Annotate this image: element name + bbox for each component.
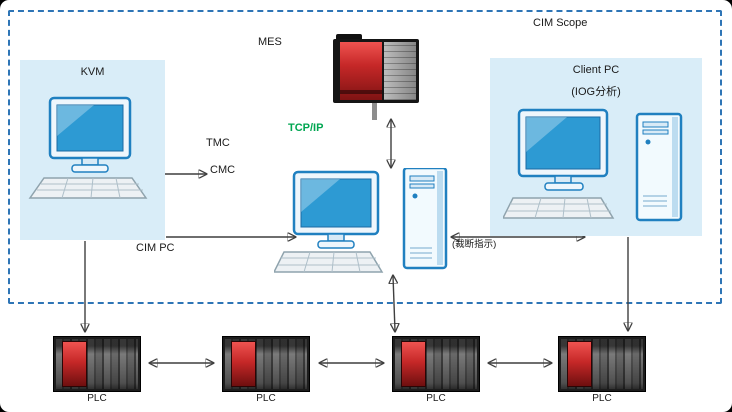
server-red-panel [340,42,382,100]
plc-red-module [568,342,591,386]
client-pc-sublabel: (IOG分析) [571,86,621,98]
server-side-panel [384,42,416,100]
tcpip-label: TCP/IP [288,122,324,134]
plc-red-module [232,342,255,386]
client-pc-keyboard [503,197,615,219]
plc-unit-photo [392,336,480,392]
server-body [333,39,419,103]
kvm-monitor [48,96,132,173]
cmc-label: CMC [210,164,236,176]
client-pc-label: Client PC [572,64,620,76]
plc-label: PLC [592,393,612,404]
cim-scope-label: CIM Scope [533,17,588,29]
tmc-label: TMC [206,137,230,149]
server-stand [372,103,377,120]
cim-scope-boundary [8,10,722,304]
cim-client-link-note: (裁断指示) [452,239,497,250]
plc-label: PLC [256,393,276,404]
cim-pc-keyboard [274,251,384,273]
client-pc-tower [635,112,683,222]
plc-red-module [402,342,425,386]
plc-unit-photo [558,336,646,392]
kvm-computer-icon [28,96,148,199]
client-pc-computer-icon [503,108,683,222]
plc-label: PLC [426,393,446,404]
kvm-keyboard [28,177,148,199]
plc-red-module [63,342,86,386]
cim-pc-tower [402,168,448,270]
plc-unit-photo [222,336,310,392]
cim-pc-monitor [292,170,380,249]
cim-pc-label: CIM PC [136,242,175,254]
server-handle [336,34,362,41]
plc-unit-photo [53,336,141,392]
mes-label: MES [258,36,282,48]
plc-label: PLC [87,393,107,404]
client-pc-monitor [517,108,609,191]
kvm-label: KVM [80,66,105,78]
cim-pc-computer-icon [274,168,448,273]
mes-server-icon [333,34,419,122]
